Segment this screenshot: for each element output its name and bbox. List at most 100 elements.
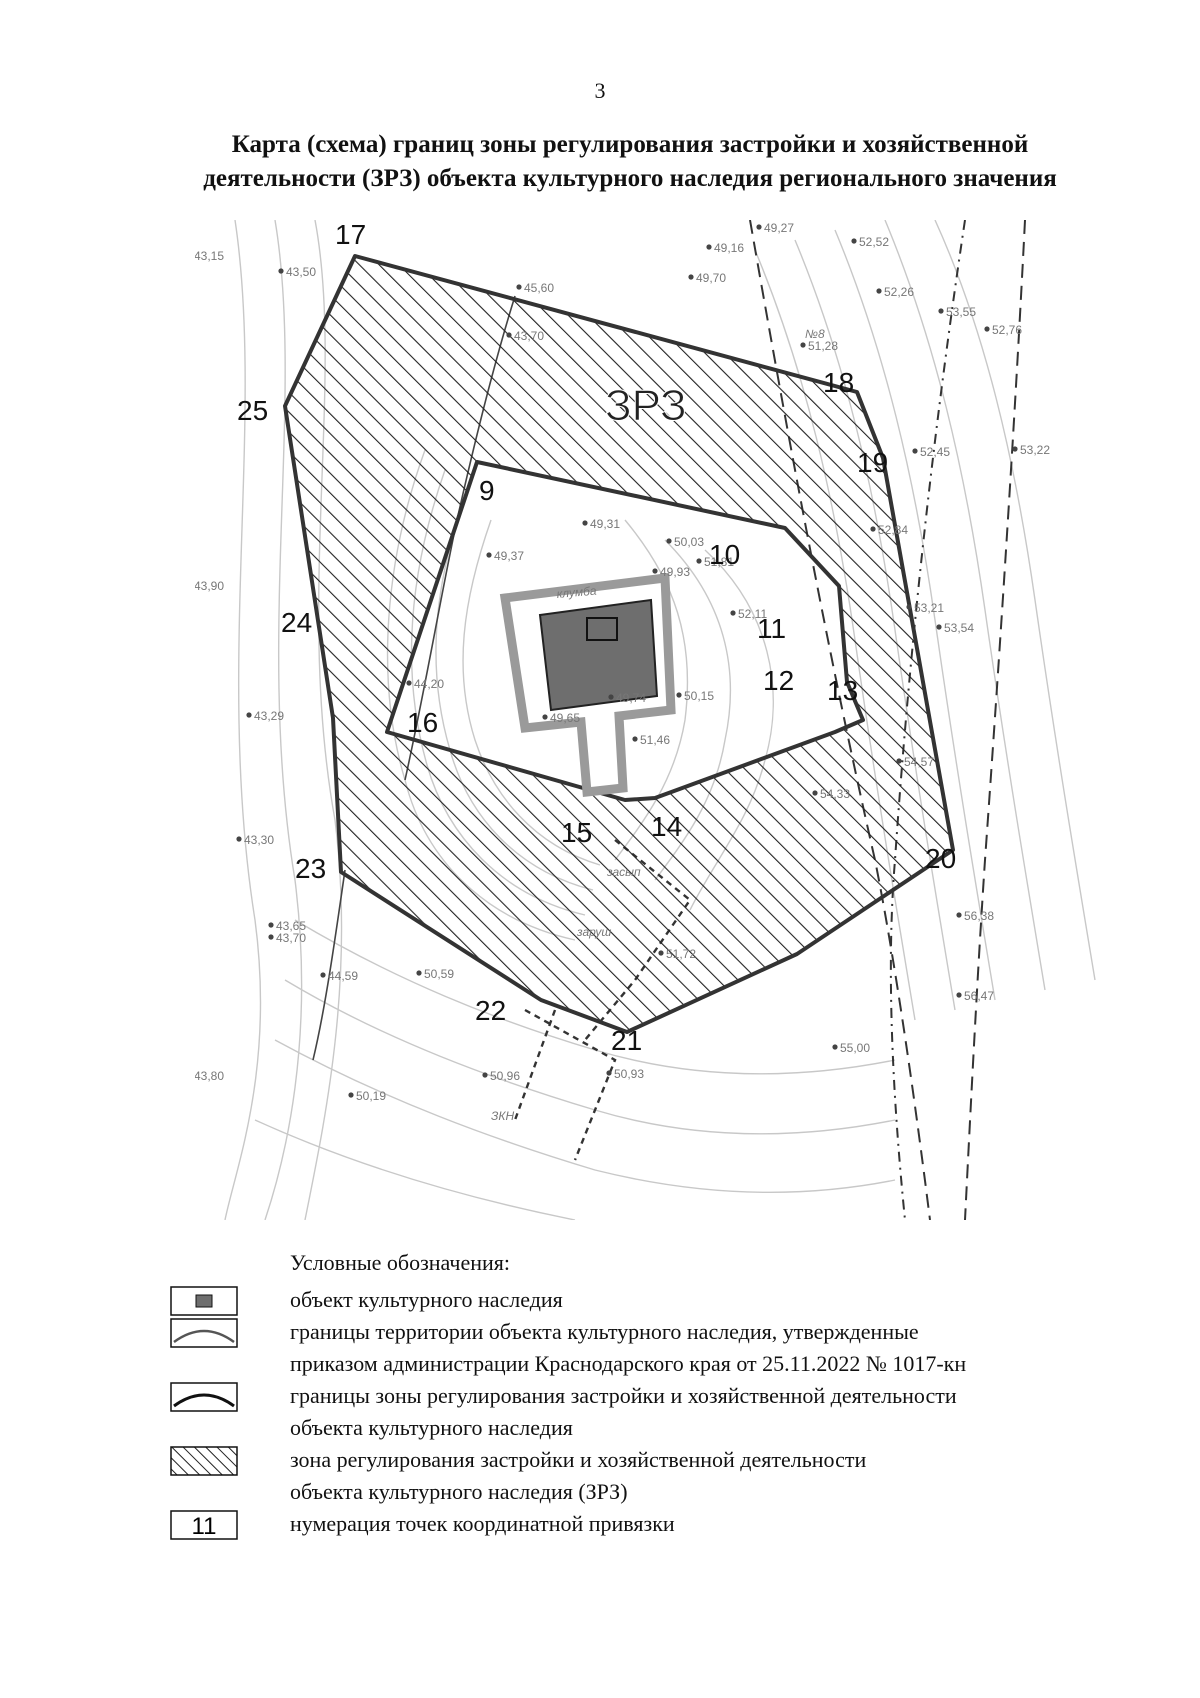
svg-text:43,29: 43,29: [254, 709, 284, 723]
elevation-mark: 50,96: [482, 1069, 520, 1083]
elevation-mark: 49,37: [486, 549, 524, 563]
elevation-mark: 44,20: [406, 677, 444, 691]
elevation-mark: 45,60: [516, 281, 554, 295]
boundary-point-23: 23: [295, 853, 326, 884]
elevation-mark: 54,33: [812, 787, 850, 801]
elevation-mark: 43,90: [195, 579, 224, 593]
elevation-mark: 50,19: [348, 1089, 386, 1103]
elevation-mark: 43,80: [195, 1069, 224, 1083]
svg-text:49,65: 49,65: [550, 711, 580, 725]
elevation-mark: 53,21: [906, 601, 944, 615]
svg-text:52,11: 52,11: [738, 607, 767, 621]
boundary-point-14: 14: [651, 811, 682, 842]
map-annotation: клумба: [556, 584, 597, 601]
elevation-mark: 51,81: [696, 555, 734, 569]
elevation-mark: 52,11: [730, 607, 767, 621]
svg-text:50,03: 50,03: [674, 535, 704, 549]
heritage-object: [499, 572, 676, 797]
elevation-mark: 49,16: [706, 241, 744, 255]
svg-text:55,00: 55,00: [840, 1041, 870, 1055]
svg-text:49,70: 49,70: [696, 271, 726, 285]
svg-text:49,93: 49,93: [660, 565, 690, 579]
svg-text:44,20: 44,20: [414, 677, 444, 691]
svg-text:51,72: 51,72: [666, 947, 696, 961]
map-annotation: засып: [606, 865, 641, 879]
map-annotation: ЗКН: [491, 1109, 514, 1123]
svg-text:54,33: 54,33: [820, 787, 850, 801]
elevation-mark: 49,31: [582, 517, 620, 531]
boundary-point-13: 13: [827, 675, 858, 706]
boundary-point-18: 18: [823, 367, 854, 398]
boundary-point-17: 17: [335, 220, 366, 250]
zone-hatch-symbol: [170, 1446, 238, 1476]
svg-text:50,96: 50,96: [490, 1069, 520, 1083]
svg-text:43,65: 43,65: [276, 919, 306, 933]
zone-border-symbol: [170, 1382, 238, 1412]
elevation-mark: 53,55: [938, 305, 976, 319]
svg-text:52,76: 52,76: [992, 323, 1022, 337]
boundary-point-20: 20: [925, 843, 956, 874]
elevation-mark: 50,15: [676, 689, 714, 703]
elevation-mark: 43,50: [278, 265, 316, 279]
svg-text:52,52: 52,52: [859, 235, 889, 249]
elevation-mark: 56,38: [956, 909, 994, 923]
building-inner-mark: [586, 617, 618, 641]
elevation-mark: 52,76: [984, 323, 1022, 337]
svg-text:43,15: 43,15: [195, 249, 224, 263]
svg-text:52,84: 52,84: [878, 523, 908, 537]
svg-text:49,74: 49,74: [616, 691, 646, 705]
elevation-mark: 43,29: [246, 709, 284, 723]
elevation-mark: 51,28: [800, 339, 838, 353]
elevation-mark: 49,93: [652, 565, 690, 579]
point-number-symbol: 11: [170, 1510, 238, 1540]
svg-text:43,80: 43,80: [195, 1069, 224, 1083]
svg-text:50,59: 50,59: [424, 967, 454, 981]
map-annotation: №8: [805, 327, 825, 341]
boundary-point-25: 25: [237, 395, 268, 426]
boundary-point-21: 21: [611, 1025, 642, 1056]
svg-text:43,90: 43,90: [195, 579, 224, 593]
elevation-mark: 55,00: [832, 1041, 870, 1055]
elevation-mark: 52,26: [876, 285, 914, 299]
elevation-mark: 43,15: [195, 249, 224, 263]
zrz-inner-boundary: [385, 460, 865, 802]
elevation-mark: 52,52: [851, 235, 889, 249]
legend-text-territory-1: границы территории объекта культурного н…: [290, 1319, 919, 1344]
elevation-mark: 50,03: [666, 535, 704, 549]
zone-map-svg: 43,15 43,50 45,60 49,16 49,27 52,52 52,26 53,55…: [195, 220, 1115, 1220]
legend-text-zone-border-2: объекта культурного наследия: [290, 1415, 573, 1440]
svg-text:43,30: 43,30: [244, 833, 274, 847]
elevation-mark: 52,45: [912, 445, 950, 459]
boundary-point-9: 9: [479, 475, 495, 506]
svg-text:49,27: 49,27: [764, 221, 794, 235]
elevation-mark: 51,46: [632, 733, 670, 747]
svg-text:50,93: 50,93: [614, 1067, 644, 1081]
svg-text:51,46: 51,46: [640, 733, 670, 747]
elevation-mark: 50,93: [606, 1067, 644, 1081]
legend-text-territory-2: приказом администрации Краснодарского кр…: [290, 1351, 967, 1376]
svg-text:45,60: 45,60: [524, 281, 554, 295]
svg-text:54,57: 54,57: [904, 755, 934, 769]
svg-text:43,70: 43,70: [276, 931, 306, 945]
elevation-mark: 52,84: [870, 523, 908, 537]
legend-text-zone-1: зона регулирования застройки и хозяйстве…: [290, 1447, 867, 1472]
svg-text:51,81: 51,81: [704, 555, 734, 569]
svg-text:52,26: 52,26: [884, 285, 914, 299]
boundary-point-15: 15: [561, 817, 592, 848]
boundary-point-10: 10: [709, 539, 740, 570]
elevation-marks: 43,15 43,50 45,60 49,16 49,27 52,52 52,26 53,55…: [195, 221, 1050, 1103]
elevation-mark: 54,57: [896, 755, 934, 769]
elevation-mark: 43,65: [268, 919, 306, 933]
legend-heading: Условные обозначения:: [290, 1250, 511, 1275]
boundary-point-24: 24: [281, 607, 312, 638]
boundary-point-16: 16: [407, 707, 438, 738]
zrz-zone: [195, 220, 1115, 1220]
elevation-mark: 49,70: [688, 271, 726, 285]
elevation-mark: 49,65: [542, 711, 580, 725]
elevation-mark: 44,59: [320, 969, 358, 983]
svg-text:56,47: 56,47: [964, 989, 994, 1003]
elevation-mark: 53,22: [1012, 443, 1050, 457]
legend-text-zone-border-1: границы зоны регулирования застройки и х…: [290, 1383, 957, 1408]
